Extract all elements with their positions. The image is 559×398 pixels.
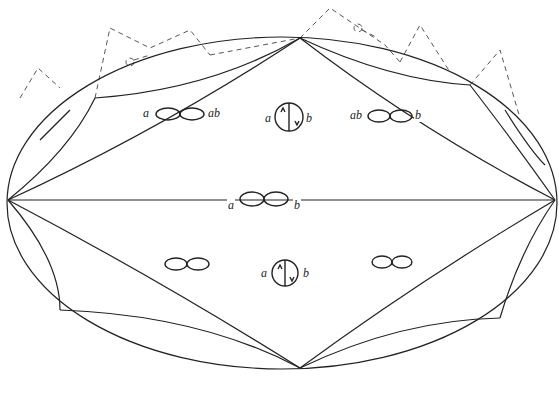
edge-label-letter: b [293, 199, 301, 212]
dashed-extensions [20, 8, 520, 118]
edge-label-letter: a [142, 107, 150, 120]
edge-label-letter: b [302, 267, 310, 280]
edge-label-letter: a [227, 199, 235, 212]
tessellation-lines [7, 37, 557, 369]
edge-label-letter: a [264, 112, 272, 125]
graph-symbols [156, 103, 412, 286]
edge-label-letter: ab [207, 107, 221, 120]
edge-label-letter: b [414, 109, 422, 122]
edge-label-letter: ab [349, 109, 363, 122]
edge-label-letter: b [305, 112, 313, 125]
edge-label-letter: a [260, 267, 268, 280]
